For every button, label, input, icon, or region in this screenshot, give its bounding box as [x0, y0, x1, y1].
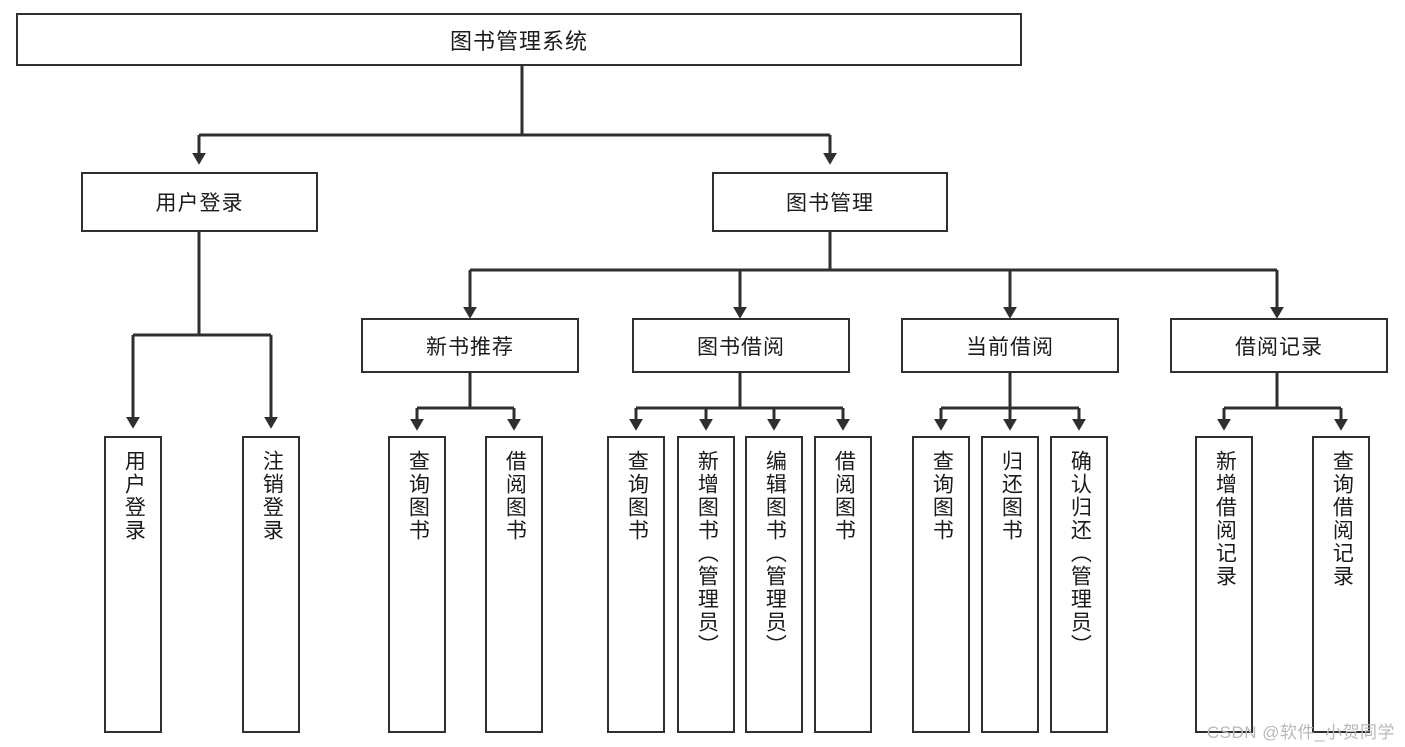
- leaf-query-book-borrow-label: 查询图书: [625, 450, 649, 542]
- node-current-borrow-label: 当前借阅: [966, 335, 1054, 359]
- leaf-query-borrow-record-label: 查询借阅记录: [1330, 450, 1354, 588]
- leaf-borrow-book[interactable]: 借阅图书: [814, 436, 872, 733]
- node-book-borrow-label: 图书借阅: [697, 335, 785, 359]
- leaf-add-book[interactable]: 新增图书（管理员）: [677, 436, 735, 733]
- leaf-return-book-label: 归还图书: [999, 450, 1023, 542]
- leaf-user-logout[interactable]: 注销登录: [242, 436, 300, 733]
- leaf-add-book-label: 新增图书（管理员）: [695, 450, 719, 657]
- leaf-user-login[interactable]: 用户登录: [104, 436, 162, 733]
- leaf-query-book-current[interactable]: 查询图书: [912, 436, 970, 733]
- leaf-user-login-label: 用户登录: [122, 450, 146, 542]
- node-new-book-recommend-label: 新书推荐: [426, 335, 514, 359]
- node-new-book-recommend[interactable]: 新书推荐: [361, 318, 579, 373]
- leaf-query-book-borrow[interactable]: 查询图书: [607, 436, 665, 733]
- leaf-query-book-recommend-label: 查询图书: [406, 450, 430, 542]
- leaf-confirm-return[interactable]: 确认归还（管理员）: [1050, 436, 1108, 733]
- leaf-user-logout-label: 注销登录: [260, 450, 284, 542]
- leaf-edit-book-label: 编辑图书（管理员）: [763, 450, 787, 657]
- leaf-query-borrow-record[interactable]: 查询借阅记录: [1312, 436, 1370, 733]
- leaf-edit-book[interactable]: 编辑图书（管理员）: [745, 436, 803, 733]
- node-book-manage[interactable]: 图书管理: [712, 172, 948, 232]
- leaf-confirm-return-label: 确认归还（管理员）: [1068, 450, 1092, 657]
- leaf-borrow-book-recommend-label: 借阅图书: [503, 450, 527, 542]
- leaf-query-book-recommend[interactable]: 查询图书: [388, 436, 446, 733]
- leaf-query-book-current-label: 查询图书: [930, 450, 954, 542]
- leaf-add-borrow-record[interactable]: 新增借阅记录: [1195, 436, 1253, 733]
- node-root-system[interactable]: 图书管理系统: [16, 13, 1022, 66]
- node-root-label: 图书管理系统: [449, 28, 588, 54]
- leaf-borrow-book-recommend[interactable]: 借阅图书: [485, 436, 543, 733]
- node-book-manage-label: 图书管理: [786, 192, 874, 215]
- node-book-borrow[interactable]: 图书借阅: [632, 318, 850, 373]
- node-borrow-record[interactable]: 借阅记录: [1170, 318, 1388, 373]
- node-user-login[interactable]: 用户登录: [81, 172, 318, 232]
- node-user-login-label: 用户登录: [155, 192, 244, 215]
- leaf-add-borrow-record-label: 新增借阅记录: [1213, 450, 1237, 588]
- node-current-borrow[interactable]: 当前借阅: [901, 318, 1119, 373]
- node-borrow-record-label: 借阅记录: [1235, 335, 1323, 359]
- leaf-return-book[interactable]: 归还图书: [981, 436, 1039, 733]
- leaf-borrow-book-label: 借阅图书: [832, 450, 856, 542]
